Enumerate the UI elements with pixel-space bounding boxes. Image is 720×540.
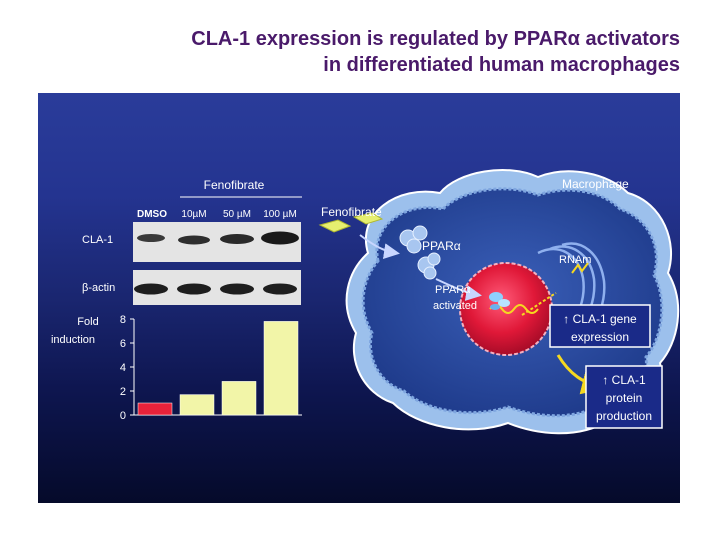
chart-ylabel-line-2: induction	[51, 334, 95, 346]
bar-50-m	[221, 381, 257, 416]
band-cla1-50um	[220, 234, 254, 244]
gene-expression-line1: ↑ CLA-1 gene	[563, 312, 637, 326]
lane-label-10um: 10µM	[181, 209, 206, 220]
y-tick-label: 4	[120, 362, 126, 374]
ppar-activated-label-line1: PPARα	[435, 284, 471, 296]
western-blot: Fenofibrate DMSO 10µM 50 µM 100 µM CLA-1…	[82, 178, 302, 305]
slide-title-line-1: CLA-1 expression is regulated by PPARα a…	[191, 28, 680, 50]
blot-treatment-label: Fenofibrate	[204, 178, 265, 192]
band-actin-50um	[220, 283, 254, 295]
macrophage-label: Macrophage	[562, 177, 629, 191]
slide-title-line-2: in differentiated human macrophages	[323, 54, 680, 76]
arrow-ppar-activation	[435, 278, 482, 301]
ppar-inactive	[399, 225, 441, 280]
protein-production-line1: ↑ CLA-1	[602, 373, 646, 387]
y-tick-label: 2	[120, 386, 126, 398]
bar-dmso	[137, 402, 173, 416]
chart-ylabel-line-1: Fold	[77, 316, 98, 328]
mrna-label: RNAm	[559, 254, 591, 266]
gene-expression-line2: expression	[571, 330, 629, 344]
figure-panel: Fenofibrate DMSO 10µM 50 µM 100 µM CLA-1…	[38, 93, 680, 503]
y-tick-label: 6	[120, 338, 126, 350]
lane-label-100um: 100 µM	[263, 209, 297, 220]
figure-svg: Fenofibrate DMSO 10µM 50 µM 100 µM CLA-1…	[51, 169, 680, 435]
mrna-strand	[521, 292, 557, 316]
rnam-squiggle	[571, 262, 589, 274]
blot-row-label-actin: β-actin	[82, 282, 115, 294]
fold-induction-chart: Fold induction 0 2 4 6 8	[51, 314, 302, 422]
gene-expression-box	[549, 304, 651, 348]
band-actin-dmso	[134, 283, 168, 295]
fenofibrate-molecules	[318, 212, 384, 233]
lane-label-dmso: DMSO	[137, 209, 167, 220]
ppar-label: PPARα	[422, 239, 461, 253]
y-tick-label: 0	[120, 410, 126, 422]
bar-100-m	[263, 321, 299, 416]
ppar-activated-complex	[489, 292, 510, 310]
band-actin-100um	[263, 283, 297, 295]
blot-row-label-cla1: CLA-1	[82, 234, 113, 246]
band-cla1-10um	[178, 235, 210, 245]
band-cla1-dmso	[137, 234, 165, 242]
lane-label-50um: 50 µM	[223, 209, 251, 220]
bar-10-m	[179, 394, 215, 416]
protein-production-line3: production	[596, 409, 652, 423]
protein-production-box	[585, 365, 663, 429]
band-actin-10um	[177, 283, 211, 295]
chart-bars	[137, 321, 299, 416]
chart-ticks: 0 2 4 6 8	[120, 314, 134, 422]
protein-production-line2: protein	[606, 391, 643, 405]
macrophage-cell: Fenofibrate Macrophage PPARα PPARα activ…	[318, 169, 680, 435]
fenofibrate-label: Fenofibrate	[321, 205, 382, 219]
y-tick-label: 8	[120, 314, 126, 326]
arrow-fenofibrate-to-ppar	[359, 234, 400, 260]
band-cla1-100um	[261, 231, 299, 245]
ppar-activated-label-line2: activated	[433, 300, 477, 312]
